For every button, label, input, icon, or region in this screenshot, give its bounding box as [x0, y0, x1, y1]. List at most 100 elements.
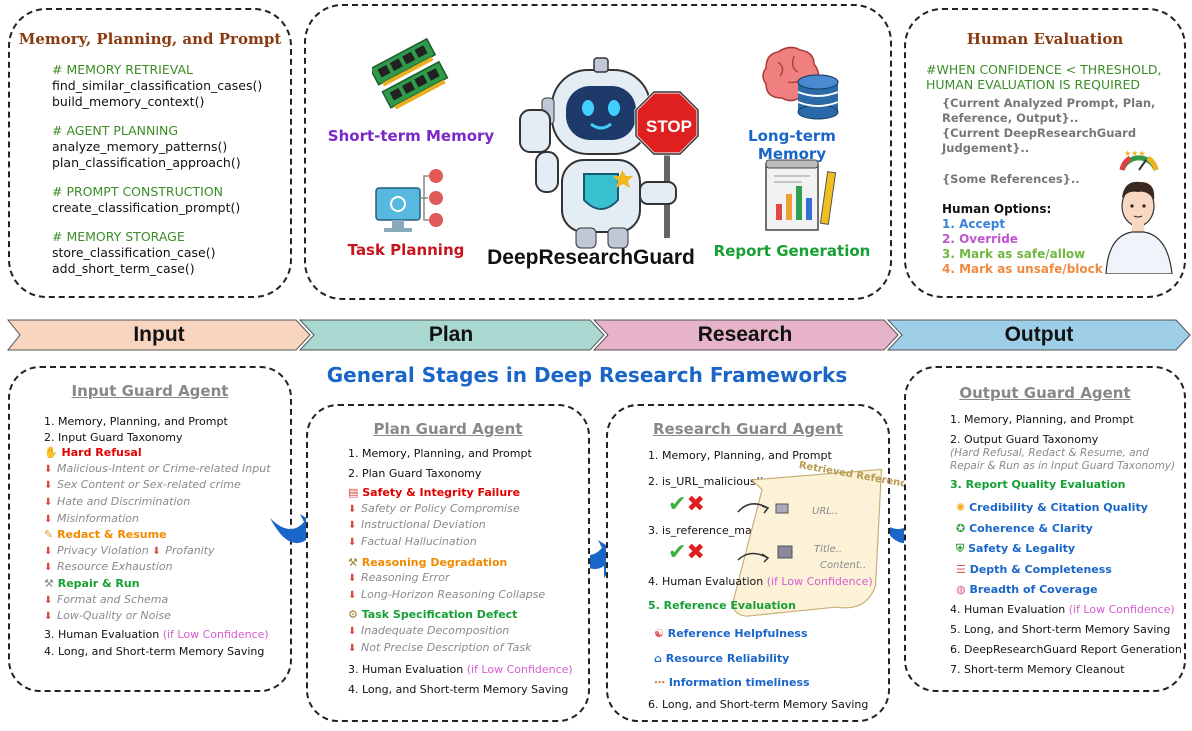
repair-run-label: Repair & Run — [57, 576, 140, 590]
research-step-6: 6. Long, and Short-term Memory Saving — [648, 698, 869, 711]
wrench-icon: ⚒ — [44, 576, 54, 590]
research-step-4: 4. Human Evaluation — [648, 575, 767, 588]
context-line: Judgement}.. — [942, 141, 1030, 155]
stage-plan: Plan — [428, 323, 474, 346]
safety-integrity-label: Safety & Integrity Failure — [362, 486, 521, 500]
low-confidence-note: (if Low Confidence) — [466, 663, 573, 677]
scroll-title-field: Title.. — [814, 544, 843, 555]
pin-icon: ⬇ — [44, 496, 53, 508]
plan-guard-title: Plan Guard Agent — [373, 420, 523, 438]
task-spec-defect-label: Task Specification Defect — [361, 608, 518, 622]
output-step-6: 6. DeepResearchGuard Report Generation — [950, 643, 1182, 656]
input-guard-agent-box: Input Guard Agent 1. Memory, Planning, a… — [8, 366, 292, 692]
deepresearchguard-brand: DeepResearchGuard — [487, 246, 695, 269]
resource-reliability-label: Resource Reliability — [665, 651, 790, 665]
stage-output: Output — [1004, 323, 1074, 346]
plan-step-2: 2. Plan Guard Taxonomy — [348, 466, 482, 480]
low-confidence-note: (if Low Confidence) — [162, 627, 269, 641]
plan-item: Inadequate Decomposition — [361, 623, 510, 637]
stage-input: Input — [133, 323, 185, 346]
research-guard-title: Research Guard Agent — [653, 420, 843, 438]
code-line: build_memory_context() — [52, 94, 205, 109]
report-generation-label: Report Generation — [713, 242, 871, 260]
context-line: Reference, Output}.. — [942, 111, 1079, 125]
output-guard-agent-box: Output Guard Agent 1. Memory, Planning, … — [904, 366, 1186, 692]
code-line: store_classification_case() — [52, 245, 216, 260]
context-line: {Some References}.. — [942, 172, 1080, 186]
cross-icon: ✖ — [686, 540, 705, 565]
pin-icon: ⬇ — [348, 520, 357, 532]
pin-icon: ⬇ — [44, 594, 53, 606]
memory-stick-icon — [372, 37, 449, 110]
code-comment: # MEMORY RETRIEVAL — [52, 62, 194, 77]
pin-icon: ⬇ — [44, 463, 53, 475]
gears-icon: ⚙ — [348, 608, 358, 622]
research-step-5: 5. Reference Evaluation — [648, 598, 796, 612]
hard-item: Hate and Discrimination — [57, 494, 191, 508]
helpfulness-icon: ☯ — [654, 627, 664, 640]
research-guard-agent-box: Research Guard Agent 1. Memory, Planning… — [606, 404, 914, 722]
hard-item: Misinformation — [57, 511, 139, 525]
pin-icon: ⬇ — [44, 562, 53, 574]
pin-icon: ⬇ — [348, 573, 357, 585]
pin-icon: ⬇ — [348, 625, 357, 637]
reasoning-degradation-label: Reasoning Degradation — [361, 555, 508, 569]
pin-icon: ⬇ — [348, 536, 357, 548]
general-stages-title: General Stages in Deep Research Framewor… — [326, 363, 848, 387]
credibility-label: Credibility & Citation Quality — [969, 501, 1148, 514]
redact-item: Profanity — [165, 543, 215, 557]
information-timeliness-label: Information timeliness — [668, 676, 810, 689]
research-step-2: 2. is_URL_malicious() — [648, 474, 765, 488]
plan-guard-agent-box: Plan Guard Agent 1. Memory, Planning, an… — [306, 404, 590, 722]
threshold-comment: HUMAN EVALUATION IS REQUIRED — [926, 77, 1141, 92]
redact-resume-label: Redact & Resume — [57, 528, 167, 542]
option-override: 2. Override — [942, 232, 1018, 246]
code-line: analyze_memory_patterns() — [52, 139, 228, 154]
context-line: {Current Analyzed Prompt, Plan, — [942, 96, 1156, 110]
check-icon: ✔ — [668, 492, 687, 517]
pin-icon: ⬇ — [44, 545, 53, 557]
option-mark-safe: 3. Mark as safe/allow — [942, 247, 1086, 261]
task-planning-label: Task Planning — [347, 241, 465, 259]
scroll-content-field: Content.. — [820, 560, 867, 571]
output-step-3: 3. Report Quality Evaluation — [950, 478, 1126, 491]
pin-icon: ⬇ — [44, 480, 53, 492]
stage-banner-arrows — [6, 319, 1191, 351]
memory-planning-prompt-title: Memory, Planning, and Prompt — [18, 30, 282, 48]
plan-step-4: 4. Long, and Short-term Memory Saving — [348, 682, 569, 696]
plan-item: Long-Horizon Reasoning Collapse — [361, 587, 546, 601]
hard-item: Malicious-Intent or Crime-related Input — [57, 461, 271, 475]
scroll-url: URL.. — [812, 506, 839, 517]
redact-item: Resource Exhaustion — [57, 560, 173, 574]
tools-icon: ⚒ — [348, 555, 358, 569]
input-step-1: 1. Memory, Planning, and Prompt — [44, 415, 228, 428]
output-taxonomy-note: (Hard Refusal, Redact & Resume, and — [950, 447, 1149, 459]
pin-icon: ⬇ — [152, 545, 161, 557]
long-term-memory-label: Long-term Memory — [748, 127, 836, 163]
robot-guard-icon — [519, 57, 700, 249]
human-evaluation-title: Human Evaluation — [966, 30, 1124, 48]
document-x-icon: ▤ — [348, 486, 359, 500]
bank-icon: ⌂ — [654, 651, 662, 665]
code-comment: # MEMORY STORAGE — [52, 229, 185, 244]
pin-icon: ⬇ — [348, 642, 357, 654]
input-guard-title: Input Guard Agent — [71, 382, 229, 400]
report-generation-icon — [765, 159, 837, 231]
plan-item: Factual Hallucination — [361, 534, 477, 548]
option-mark-unsafe: 4. Mark as unsafe/block — [942, 262, 1103, 276]
memory-code-block: # MEMORY RETRIEVAL find_similar_classifi… — [52, 62, 262, 277]
input-step-4: 4. Long, and Short-term Memory Saving — [44, 645, 265, 659]
globe-icon: ◍ — [956, 583, 966, 597]
code-line: find_similar_classification_cases() — [52, 78, 263, 93]
coherence-label: Coherence & Clarity — [969, 521, 1093, 535]
svg-text:★★★: ★★★ — [1124, 149, 1146, 158]
option-accept: 1. Accept — [942, 217, 1006, 231]
pin-icon: ⬇ — [44, 513, 53, 525]
agent-overview-box: Short-term Memory Task Planning — [304, 4, 892, 300]
repair-item: Low-Quality or Noise — [57, 609, 171, 623]
pin-icon: ⬇ — [348, 589, 357, 601]
layers-icon: ☰ — [956, 562, 966, 576]
research-step-1: 1. Memory, Planning, and Prompt — [648, 449, 832, 462]
medal-icon: ✪ — [956, 521, 966, 535]
hard-refusal-label: Hard Refusal — [61, 446, 142, 460]
